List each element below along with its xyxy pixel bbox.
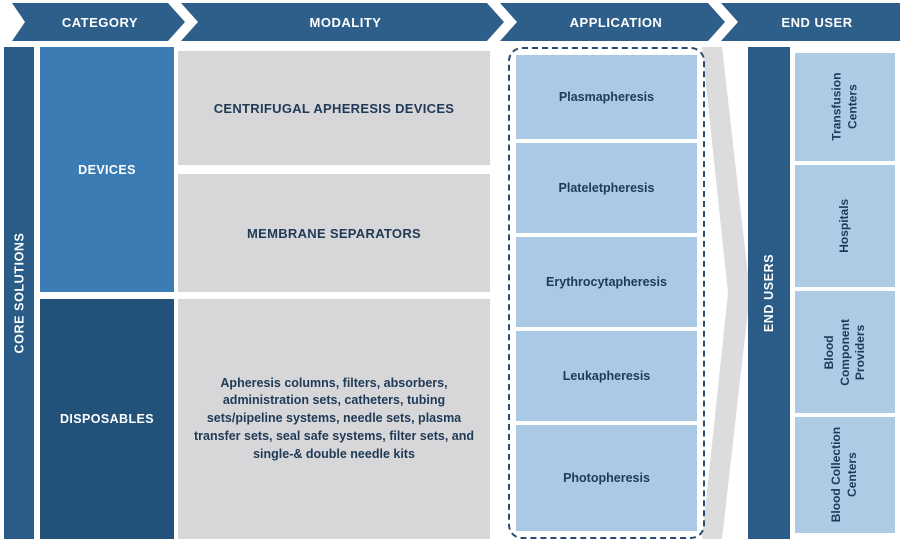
end-users-rail: END USERS [748,47,790,539]
application-item-plasmapheresis[interactable]: Plasmapheresis [516,55,697,139]
category-item-devices[interactable]: DEVICES [40,47,174,292]
header-step-category: CATEGORY [25,3,175,41]
modality-item-centrifugal-apheresis-devices[interactable]: CENTRIFUGAL APHERESIS DEVICES [178,51,490,165]
core-solutions-rail: CORE SOLUTIONS [4,47,34,539]
modality-item-label: Apheresis columns, filters, absorbers, a… [193,375,474,461]
category-item-label: DISPOSABLES [60,412,154,426]
modality-item-label: MEMBRANE SEPARATORS [247,225,421,241]
application-item-label: Leukapheresis [562,369,651,383]
application-item-plateletpheresis[interactable]: Plateletpheresis [516,143,697,233]
modality-item-disposables-list[interactable]: Apheresis columns, filters, absorbers, a… [178,299,490,539]
application-item-label: Photopheresis [563,471,650,485]
end-user-item-label: Hospitals [837,198,852,254]
category-item-disposables[interactable]: DISPOSABLES [40,299,174,539]
application-item-label: Plasmapheresis [558,90,655,104]
application-item-label: Plateletpheresis [558,181,655,195]
flow-funnel-arrow [700,47,750,539]
header-step-end-user: END USER [738,3,896,41]
application-item-photopheresis[interactable]: Photopheresis [516,425,697,531]
application-item-erythrocytapheresis[interactable]: Erythrocytapheresis [516,237,697,327]
core-solutions-rail-label: CORE SOLUTIONS [12,232,26,354]
header-step-label: APPLICATION [569,14,663,30]
application-item-label: Erythrocytapheresis [546,275,667,289]
header-step-application: APPLICATION [517,3,715,41]
application-item-leukapheresis[interactable]: Leukapheresis [516,331,697,421]
header-step-label: MODALITY [309,14,382,30]
process-header-banner [0,3,900,41]
header-step-modality: MODALITY [198,3,493,41]
header-step-label: CATEGORY [61,14,139,30]
modality-item-membrane-separators[interactable]: MEMBRANE SEPARATORS [178,174,490,292]
end-users-rail-label: END USERS [762,253,776,333]
modality-item-label: CENTRIFUGAL APHERESIS DEVICES [213,100,455,116]
end-user-item-hospitals[interactable]: Hospitals [795,165,895,287]
category-item-label: DEVICES [78,162,136,177]
header-step-label: END USER [781,14,853,30]
